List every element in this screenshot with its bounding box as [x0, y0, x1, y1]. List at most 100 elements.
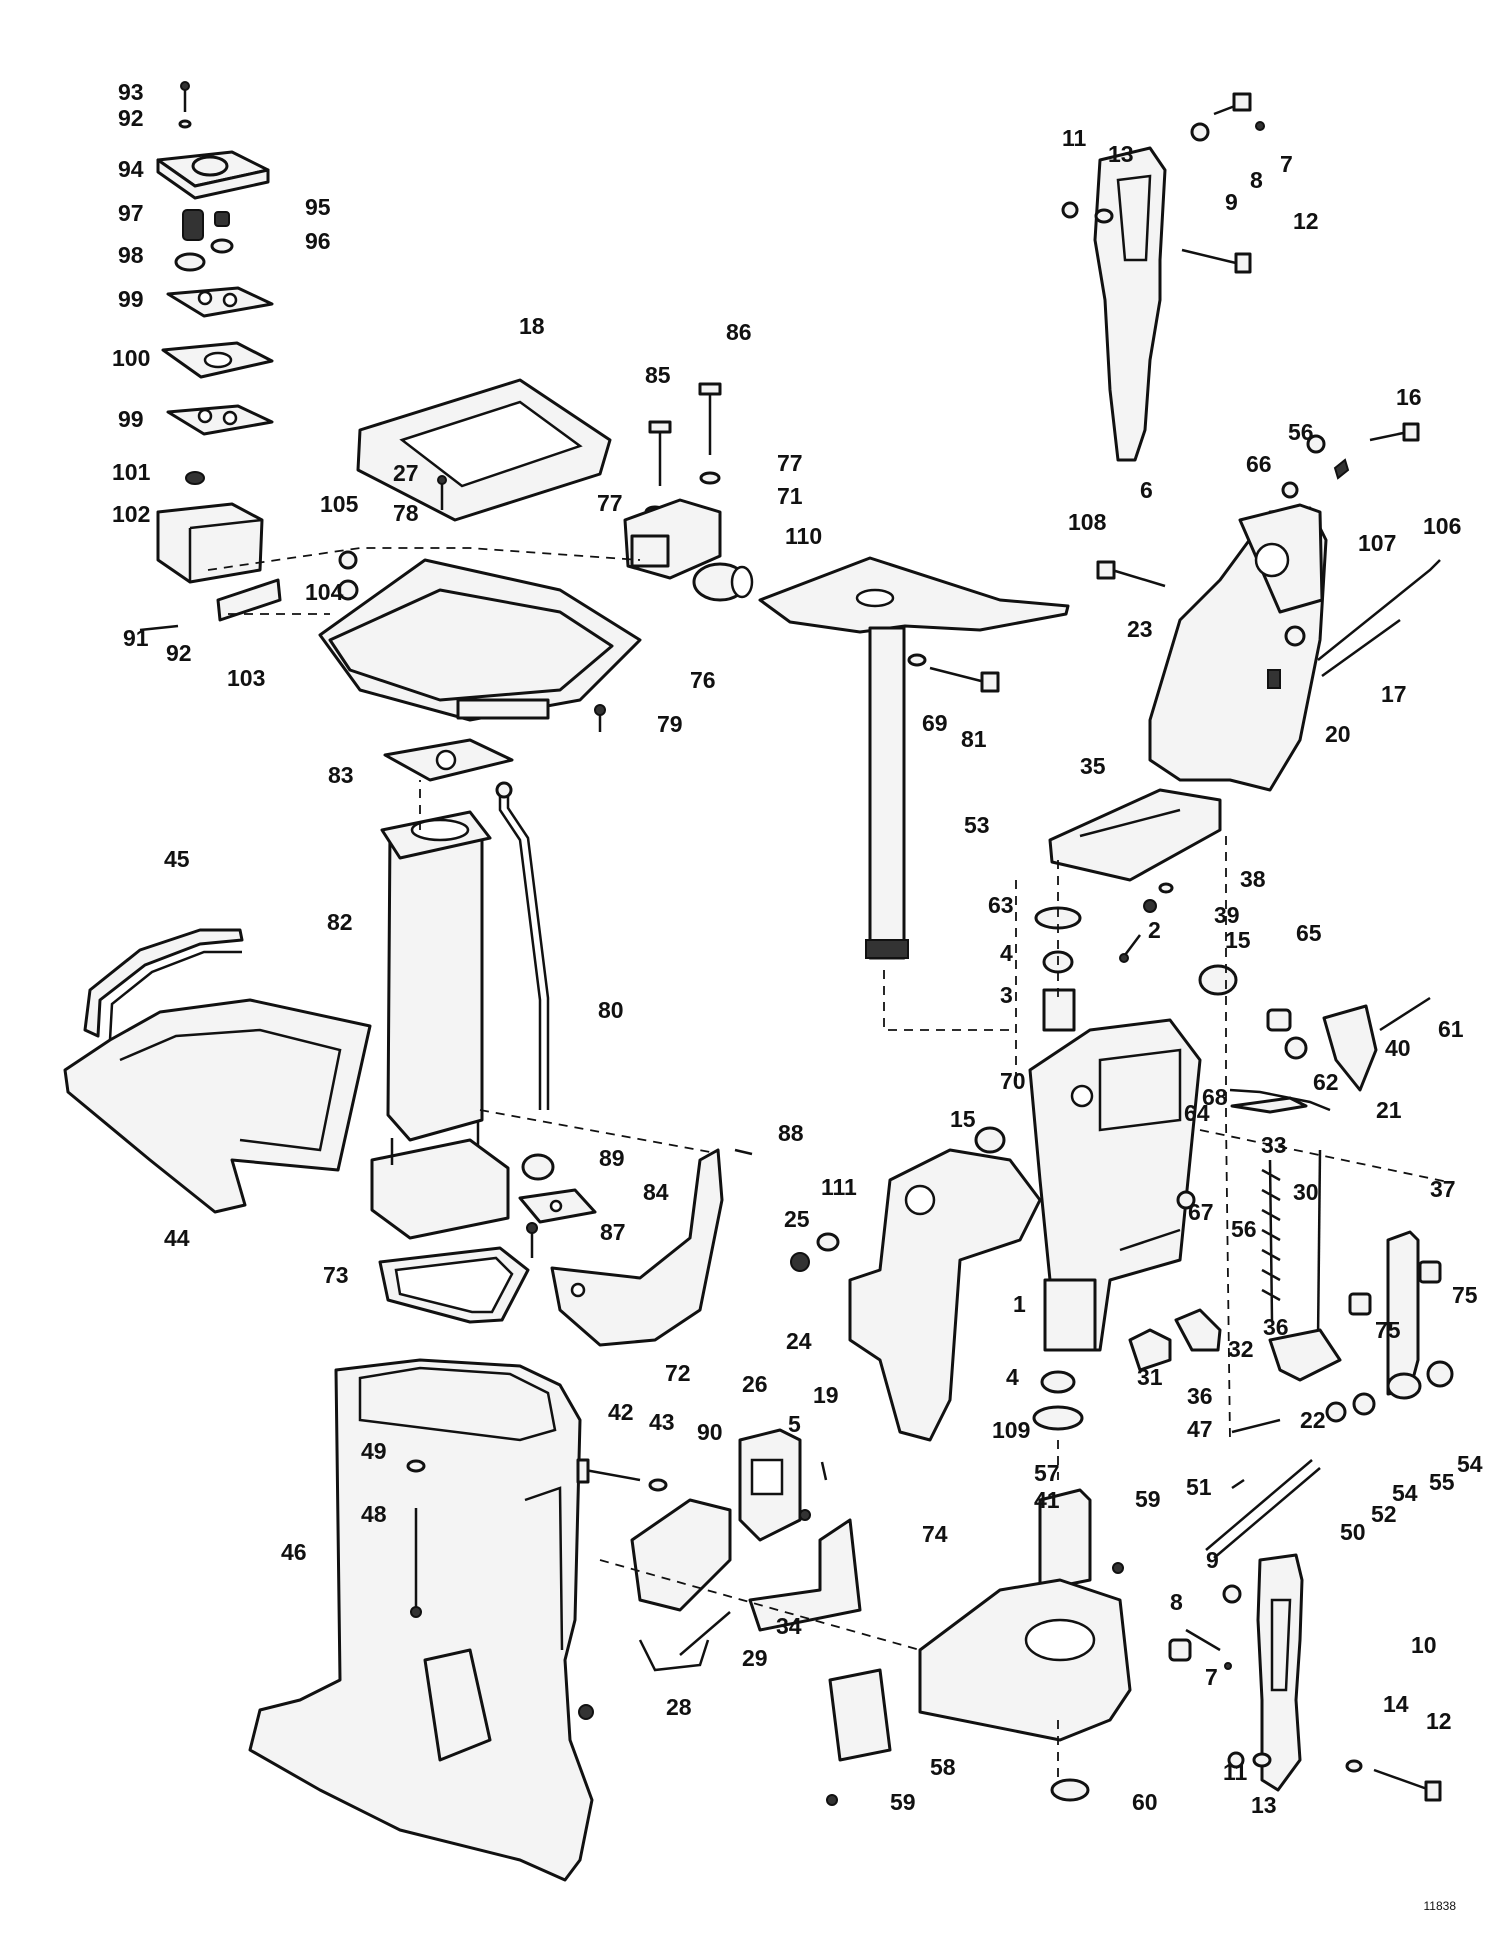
callout-68: 68: [1202, 1084, 1228, 1110]
callout-29: 29: [742, 1645, 768, 1671]
callout-77a: 77: [777, 450, 803, 476]
callout-5: 5: [788, 1411, 801, 1437]
callout-92b: 92: [166, 640, 192, 666]
callout-100: 100: [112, 345, 150, 371]
callout-38: 38: [1240, 866, 1266, 892]
callout-15b: 15: [950, 1106, 976, 1132]
callout-26: 26: [742, 1371, 768, 1397]
callout-102: 102: [112, 501, 150, 527]
callout-46: 46: [281, 1539, 307, 1565]
callout-84: 84: [643, 1179, 669, 1205]
callout-12a: 12: [1293, 208, 1319, 234]
callout-45: 45: [164, 846, 190, 872]
callout-56b: 56: [1231, 1216, 1257, 1242]
callout-108: 108: [1068, 509, 1107, 535]
callout-109: 109: [992, 1417, 1030, 1443]
callout-60: 60: [1132, 1789, 1158, 1815]
callout-96: 96: [305, 228, 331, 254]
callout-49: 49: [361, 1438, 387, 1464]
assembly-lines: [207, 547, 1449, 1780]
callout-35: 35: [1080, 753, 1106, 779]
callout-93: 93: [118, 79, 144, 105]
callout-98: 98: [118, 242, 144, 268]
callout-76: 76: [690, 667, 716, 693]
callout-78: 78: [393, 500, 419, 526]
callout-2: 2: [1148, 917, 1161, 943]
callout-8b: 8: [1170, 1589, 1183, 1615]
callout-90: 90: [697, 1419, 723, 1445]
callout-30: 30: [1293, 1179, 1319, 1205]
callout-95: 95: [305, 194, 331, 220]
callout-87: 87: [600, 1219, 626, 1245]
callout-101: 101: [112, 459, 151, 485]
callout-25: 25: [784, 1206, 810, 1232]
drawing-linework: [63, 81, 1454, 1882]
callout-32: 32: [1228, 1336, 1254, 1362]
callout-14: 14: [1383, 1691, 1409, 1717]
callout-104: 104: [305, 579, 344, 605]
callout-42: 42: [608, 1399, 634, 1425]
callout-11b: 11: [1223, 1759, 1248, 1785]
callout-85: 85: [645, 362, 671, 388]
callout-58: 58: [930, 1754, 956, 1780]
callout-97: 97: [118, 200, 144, 226]
callout-51: 51: [1186, 1474, 1212, 1500]
callout-36b: 36: [1187, 1383, 1213, 1409]
callout-72: 72: [665, 1360, 691, 1386]
callout-82: 82: [327, 909, 353, 935]
callout-67: 67: [1188, 1199, 1214, 1225]
callout-41: 41: [1034, 1487, 1060, 1513]
callout-99a: 99: [118, 286, 144, 312]
callout-39: 39: [1214, 902, 1240, 928]
callout-69: 69: [922, 710, 948, 736]
callout-4a: 4: [1000, 940, 1013, 966]
callout-22: 22: [1300, 1407, 1326, 1433]
callout-92a: 92: [118, 105, 144, 131]
callout-11a: 11: [1062, 125, 1087, 151]
callout-105: 105: [320, 491, 359, 517]
callout-63: 63: [988, 892, 1014, 918]
callout-64: 64: [1184, 1100, 1210, 1126]
callout-7b: 7: [1205, 1664, 1218, 1690]
callout-53: 53: [964, 812, 990, 838]
callout-57: 57: [1034, 1460, 1060, 1486]
callout-62: 62: [1313, 1069, 1339, 1095]
callout-83: 83: [328, 762, 354, 788]
callout-50: 50: [1340, 1519, 1366, 1545]
callout-23: 23: [1127, 616, 1153, 642]
callout-59a: 59: [1135, 1486, 1161, 1512]
callout-55: 55: [1429, 1469, 1455, 1495]
callout-37: 37: [1430, 1176, 1456, 1202]
callout-65: 65: [1296, 920, 1322, 946]
callout-52: 52: [1371, 1501, 1397, 1527]
callout-89: 89: [599, 1145, 625, 1171]
callout-80: 80: [598, 997, 624, 1023]
callout-36a: 36: [1263, 1314, 1289, 1340]
callout-9a: 9: [1225, 189, 1238, 215]
callout-66: 66: [1246, 451, 1272, 477]
callout-77b: 77: [597, 490, 623, 516]
callout-48: 48: [361, 1501, 387, 1527]
callout-74: 74: [922, 1521, 948, 1547]
callout-4b: 4: [1006, 1364, 1019, 1390]
callout-18: 18: [519, 313, 545, 339]
callout-79: 79: [657, 711, 683, 737]
callout-99b: 99: [118, 406, 144, 432]
callout-13b: 13: [1251, 1792, 1277, 1818]
callout-27: 27: [393, 460, 419, 486]
callout-43: 43: [649, 1409, 675, 1435]
callout-40: 40: [1385, 1035, 1411, 1061]
callout-28: 28: [666, 1694, 692, 1720]
callout-91: 91: [123, 625, 149, 651]
callout-70: 70: [1000, 1068, 1026, 1094]
callout-33: 33: [1261, 1132, 1287, 1158]
callout-47: 47: [1187, 1416, 1213, 1442]
callout-106: 106: [1423, 513, 1461, 539]
drawing-number: 11838: [1423, 1899, 1456, 1913]
callout-21: 21: [1376, 1097, 1402, 1123]
callout-19: 19: [813, 1382, 839, 1408]
callout-107: 107: [1358, 530, 1396, 556]
callout-1: 1: [1013, 1291, 1026, 1317]
callout-13a: 13: [1108, 141, 1134, 167]
callout-103: 103: [227, 665, 265, 691]
